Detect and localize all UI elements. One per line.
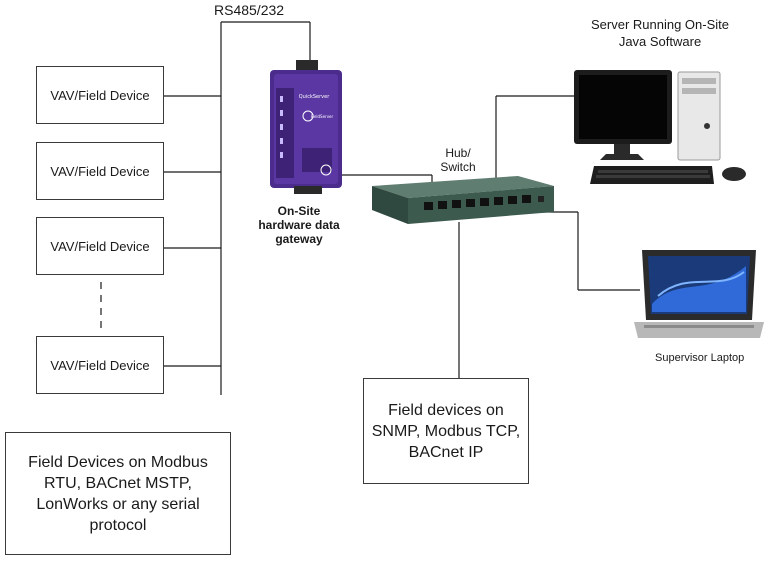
gateway-maker: FieldServer (311, 114, 334, 119)
switch-caption: Hub/ Switch (428, 146, 488, 174)
switch-caption-line: Switch (440, 160, 476, 174)
serial-devices-box: Field Devices on Modbus RTU, BACnet MSTP… (5, 432, 231, 555)
gateway-device-icon: QuickServer FieldServer (270, 60, 342, 194)
gateway-brand: QuickServer (299, 94, 330, 100)
gateway-caption-line: gateway (275, 232, 323, 246)
gateway-caption-line: On-Site (277, 204, 321, 218)
switch-caption-line: Hub/ (445, 146, 471, 160)
gateway-caption: On-Site hardware data gateway (238, 204, 360, 246)
field-device-label: VAV/Field Device (50, 357, 150, 373)
field-device-label: VAV/Field Device (50, 163, 150, 179)
field-device-box: VAV/Field Device (36, 66, 164, 124)
serial-devices-text: Field Devices on Modbus RTU, BACnet MSTP… (28, 453, 208, 534)
laptop-caption: Supervisor Laptop (655, 352, 745, 364)
gateway-caption-line: hardware data (258, 218, 340, 232)
server-caption: Server Running On-Site Java Software (590, 17, 729, 49)
field-device-box: VAV/Field Device (36, 336, 164, 394)
laptop-icon (634, 250, 764, 338)
desktop-computer-icon (574, 70, 746, 184)
ip-devices-text: Field devices on SNMP, Modbus TCP, BACne… (371, 401, 521, 461)
field-device-box: VAV/Field Device (36, 142, 164, 200)
field-device-box: VAV/Field Device (36, 217, 164, 275)
field-device-label: VAV/Field Device (50, 238, 150, 254)
ip-devices-box: Field devices on SNMP, Modbus TCP, BACne… (363, 378, 529, 484)
bus-label: RS485/232 (214, 2, 285, 18)
field-device-label: VAV/Field Device (50, 87, 150, 103)
network-switch-icon (372, 176, 554, 224)
